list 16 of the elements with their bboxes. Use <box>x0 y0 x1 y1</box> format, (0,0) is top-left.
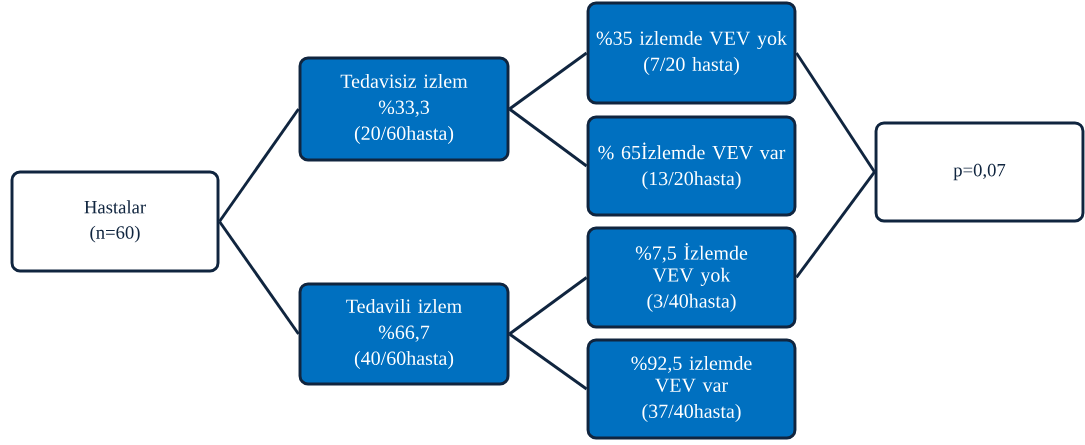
process-box: p=0,07 <box>874 121 1085 223</box>
connector-line <box>508 276 588 336</box>
process-box: Hastalar (n=60) <box>10 170 220 273</box>
process-box: Tedavisiz izlem %33,3 (20/60hasta) <box>298 56 510 162</box>
process-box: %35 izlemde VEV yok (7/20 hasta) <box>586 1 797 105</box>
connector-line <box>795 171 876 279</box>
connector-line <box>508 332 588 391</box>
connector-line <box>218 108 300 223</box>
process-box: %7,5 İzlemde VEV yok (3/40hasta) <box>586 226 797 329</box>
connector-line <box>218 220 300 335</box>
connector-line <box>508 51 588 111</box>
process-box: % 65İzlemde VEV var (13/20hasta) <box>586 115 797 217</box>
process-box: %92,5 izlemde VEV var (37/40hasta) <box>586 338 797 440</box>
connector-line <box>795 52 876 173</box>
connector-line <box>508 107 588 168</box>
process-box: Tedavili izlem %66,7 (40/60hasta) <box>298 282 510 386</box>
